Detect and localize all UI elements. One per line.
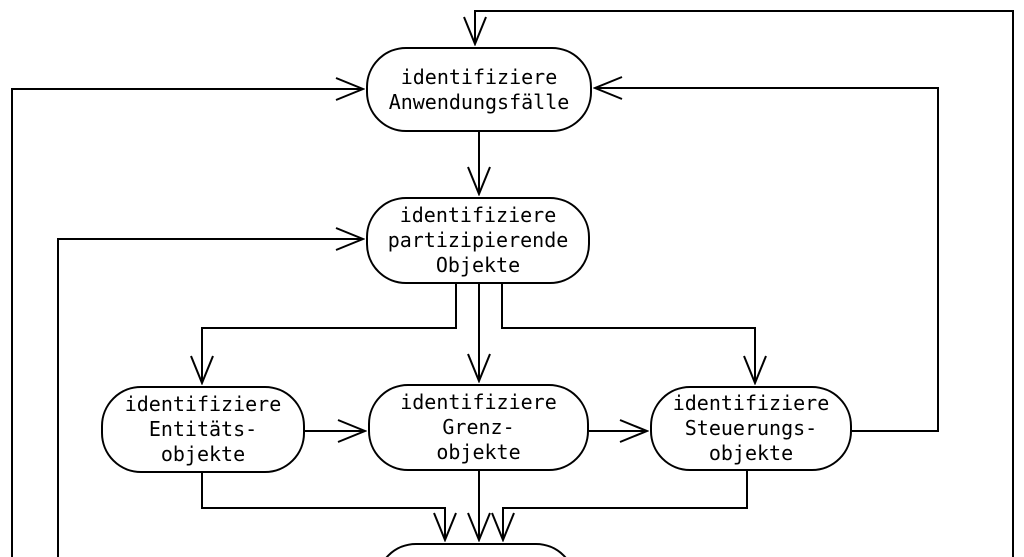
node-label-line: Objekte [435,253,521,277]
edge-return-right-to-anwendungsfaelle [475,10,1014,557]
edge-partizipierende-to-steuerungs [501,284,755,383]
node-label-line: objekte [160,442,246,466]
node-label-line: Grenz- [442,415,515,439]
edge-return-left-to-anwendungsfaelle [11,89,363,557]
node-identifiziere-anwendungsfaelle: identifiziere Anwendungsfälle [366,47,592,132]
node-label-line: identifiziere [124,392,282,416]
edge-partizipierende-to-entitaets [202,284,457,383]
node-label-line: identifiziere [400,64,558,89]
node-label-line: identifiziere [400,390,557,414]
node-identifiziere-entitaetsobjekte: identifiziere Entitäts- objekte [101,386,305,473]
node-label-line: Steuerungs- [684,416,818,440]
node-label-line: objekte [708,441,794,465]
node-label-line: identifiziere [399,203,557,227]
node-label-line: Entitäts- [148,417,258,441]
node-label-line: identifiziere [672,391,830,415]
edge-steuerungs-to-bottom [503,471,748,540]
node-label-line: objekte [436,440,521,464]
edge-steuerungs-to-anwendungsfaelle [595,88,939,432]
node-identifiziere-steuerungsobjekte: identifiziere Steuerungs- objekte [650,386,852,471]
edge-entitaets-to-bottom [201,473,445,540]
node-identifiziere-grenzobjekte: identifiziere Grenz- objekte [368,384,589,471]
edge-return-left-to-partizipierende [57,239,363,557]
node-bottom-partial [376,543,576,557]
node-label-line: partizipierende [387,228,569,252]
node-identifiziere-partizipierende-objekte: identifiziere partizipierende Objekte [366,197,590,284]
node-label-line: Anwendungsfälle [388,89,570,114]
